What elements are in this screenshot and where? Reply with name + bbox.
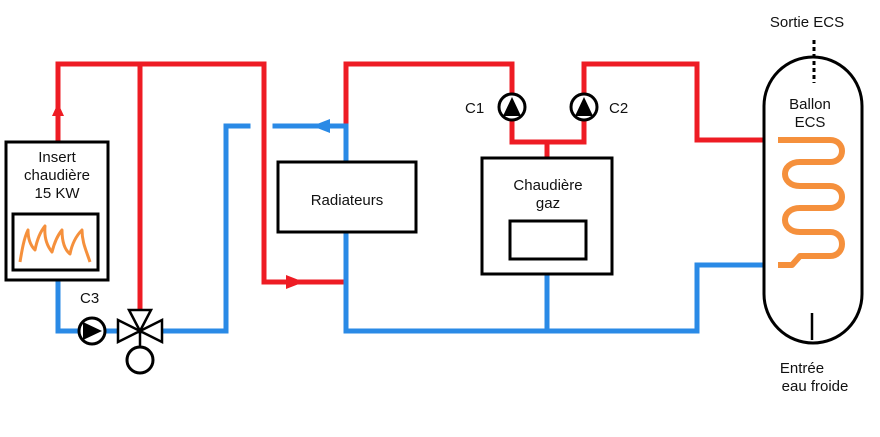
pump-c2-label: C2 bbox=[609, 100, 628, 117]
hot-water-tank: Ballon ECS Sortie ECS Entrée eau froide bbox=[762, 14, 864, 395]
hot-pipe-radiator-supply bbox=[343, 61, 781, 285]
cold-water-inlet-label-2: eau froide bbox=[782, 378, 849, 395]
hot-arrow-right bbox=[286, 275, 304, 289]
insert-label-2: chaudière bbox=[24, 167, 90, 184]
pump-c3-label: C3 bbox=[80, 290, 99, 307]
pump-c3-arrow-icon bbox=[83, 322, 102, 340]
pump-c1: C1 bbox=[465, 92, 527, 122]
valve-right-icon bbox=[137, 317, 164, 345]
hot-water-outlet-label: Sortie ECS bbox=[770, 14, 844, 31]
radiators-label: Radiateurs bbox=[311, 192, 384, 209]
valve-actuator-icon bbox=[125, 345, 155, 375]
radiators-box bbox=[276, 160, 418, 234]
gas-boiler-label-1: Chaudière bbox=[513, 177, 582, 194]
insert-label-1: Insert bbox=[38, 149, 76, 166]
pump-c2: C2 bbox=[569, 92, 628, 122]
cold-arrow-left bbox=[312, 119, 330, 133]
flame-icon bbox=[18, 224, 92, 263]
insert-boiler: Insert chaudière 15 KW bbox=[4, 140, 110, 282]
valve-left-icon bbox=[116, 317, 143, 345]
hot-arrow-up bbox=[52, 103, 64, 116]
pump-c2-arrow-icon bbox=[575, 97, 593, 116]
tank-label-2: ECS bbox=[795, 114, 826, 131]
valve-top-icon bbox=[126, 308, 154, 334]
gas-boiler: Chaudière gaz bbox=[480, 156, 614, 276]
heat-exchanger-coil bbox=[778, 137, 845, 268]
radiators: Radiateurs bbox=[276, 160, 418, 234]
pump-c1-arrow-icon bbox=[503, 97, 521, 116]
three-way-valve bbox=[116, 308, 164, 375]
gas-boiler-label-2: gaz bbox=[536, 195, 560, 212]
cold-pipe-insert-return bbox=[55, 123, 251, 334]
cold-water-inlet-label-1: Entrée bbox=[780, 360, 824, 377]
cold-pipe-main-return bbox=[343, 229, 781, 334]
insert-label-3: 15 KW bbox=[34, 185, 80, 202]
hot-pipes bbox=[52, 61, 781, 321]
cold-pipe-radiator-return bbox=[272, 123, 349, 161]
gas-boiler-panel bbox=[508, 219, 588, 261]
pump-c3: C3 bbox=[77, 290, 107, 346]
pump-c1-label: C1 bbox=[465, 100, 484, 117]
cold-pipes bbox=[55, 119, 781, 334]
tank-label-1: Ballon bbox=[789, 96, 831, 113]
